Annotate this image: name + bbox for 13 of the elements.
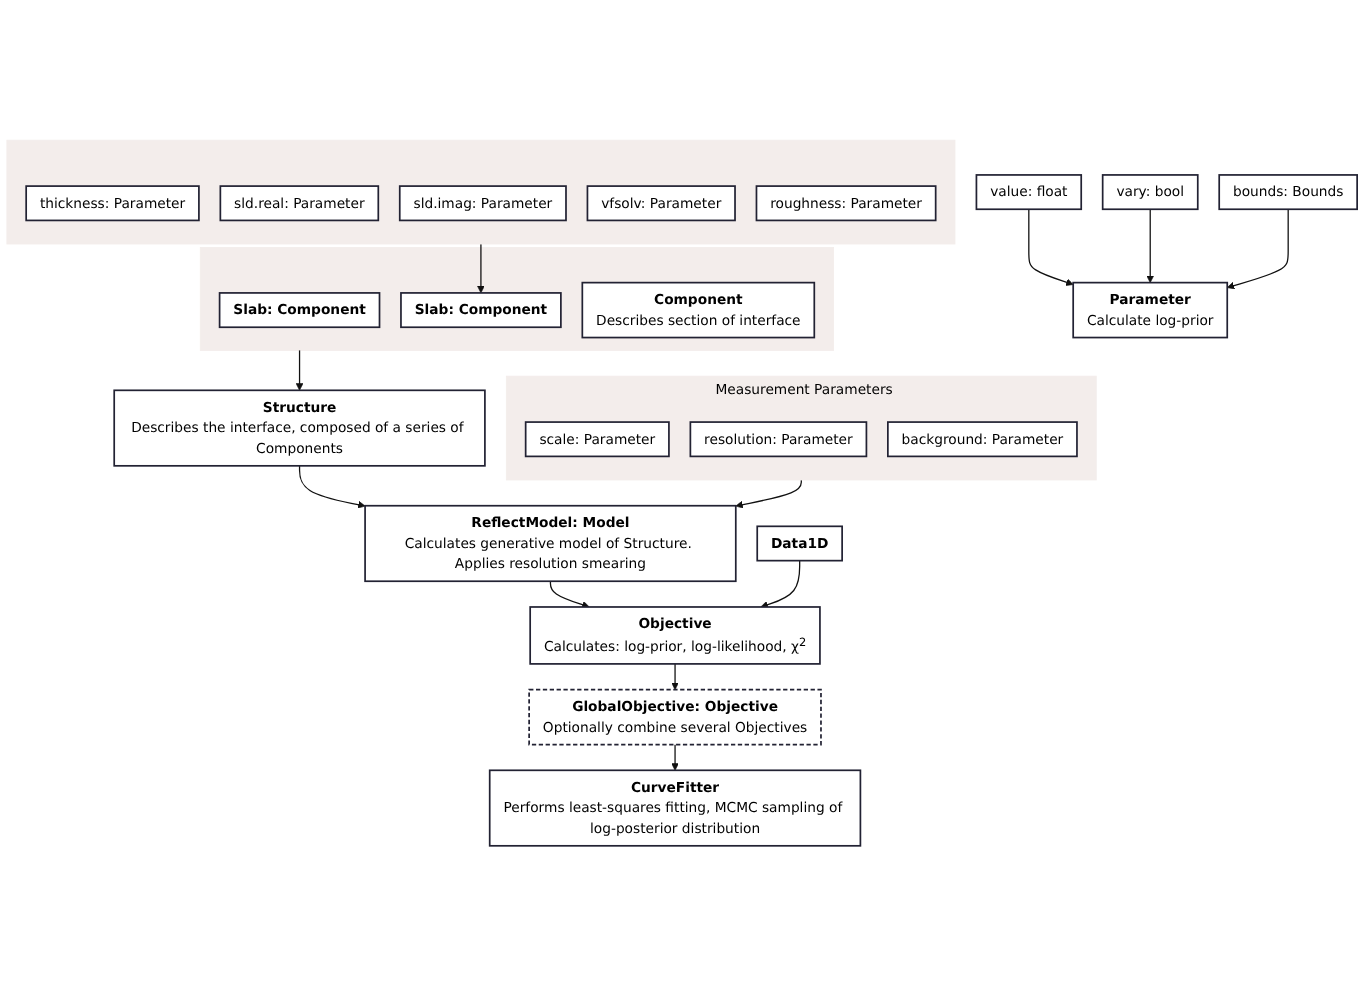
arrow bbox=[1226, 208, 1289, 290]
arrow bbox=[549, 580, 590, 609]
arrow bbox=[1028, 208, 1074, 286]
arrow bbox=[477, 243, 485, 294]
cluster bbox=[6, 139, 956, 245]
arrow bbox=[298, 465, 366, 509]
arrow bbox=[671, 663, 679, 690]
cluster bbox=[199, 247, 835, 351]
arrow bbox=[671, 743, 679, 771]
arrow bbox=[295, 349, 304, 391]
arrow bbox=[760, 560, 801, 609]
arrow bbox=[735, 479, 802, 509]
arrow bbox=[1146, 208, 1154, 283]
